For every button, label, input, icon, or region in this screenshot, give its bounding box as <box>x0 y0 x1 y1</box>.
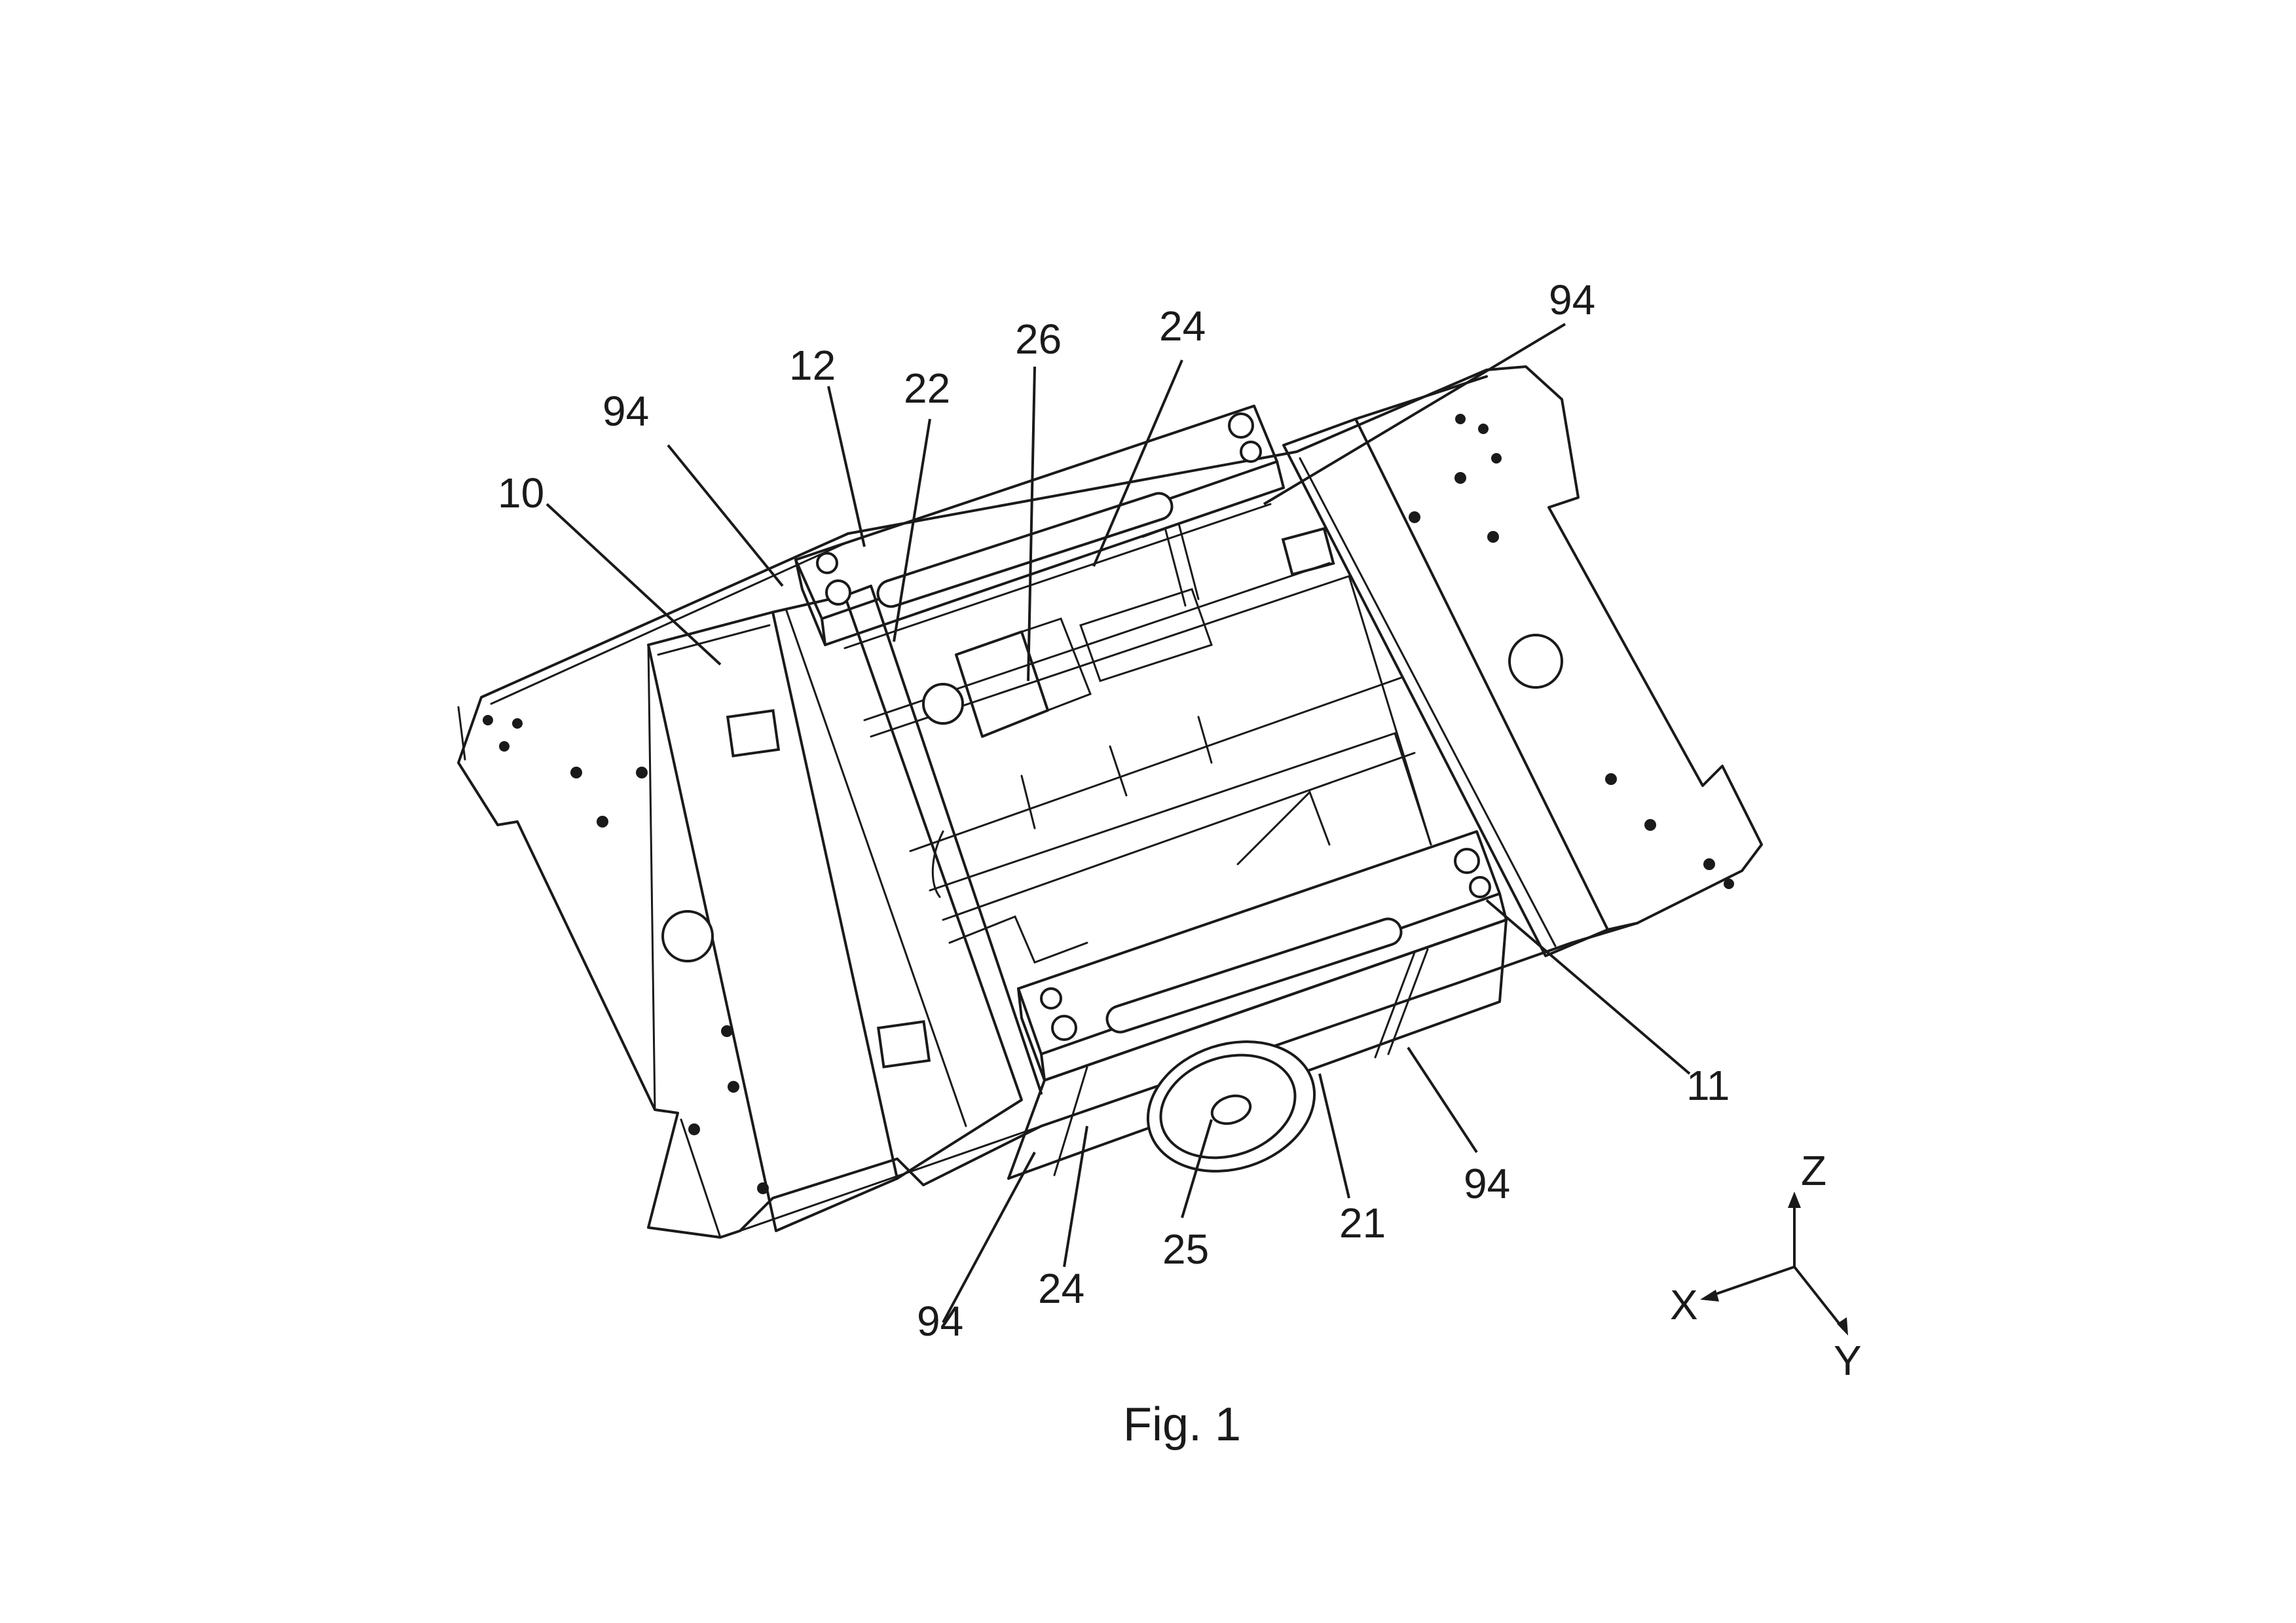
label-25: 25 <box>1162 1226 1209 1273</box>
square-window-icon <box>726 709 781 757</box>
bottom-beam <box>1017 830 1508 1082</box>
axis-y-label: Y <box>1834 1337 1862 1384</box>
label-24-top: 24 <box>1159 302 1206 350</box>
axis-x-label: X <box>1670 1281 1698 1328</box>
label-24-bottom: 24 <box>1038 1265 1084 1312</box>
label-12: 12 <box>789 342 836 389</box>
inner-cavity <box>843 503 1432 964</box>
circular-port-icon <box>661 910 714 962</box>
label-21: 21 <box>1339 1199 1386 1247</box>
figure-caption: Fig. 1 <box>1123 1398 1241 1451</box>
base-plate <box>457 365 1763 1239</box>
axis-z-label: Z <box>1801 1147 1826 1194</box>
left-frame <box>647 585 1043 1232</box>
label-94-left: 94 <box>602 388 649 435</box>
front-housing <box>1007 919 1508 1180</box>
mounting-holes <box>483 414 1734 1194</box>
right-frame <box>1281 375 1639 957</box>
label-22: 22 <box>904 365 950 412</box>
label-94-bottom: 94 <box>917 1298 963 1345</box>
square-window-icon <box>1281 526 1335 576</box>
label-94-top: 94 <box>1549 276 1595 323</box>
label-26: 26 <box>1015 316 1062 363</box>
label-94-right: 94 <box>1464 1160 1510 1207</box>
reference-numerals: 10 94 12 22 26 24 94 11 94 21 25 24 94 <box>498 276 1730 1345</box>
label-10: 10 <box>498 469 544 517</box>
circular-port-icon <box>1508 634 1563 689</box>
axis-triad: Z X Y <box>1670 1147 1862 1384</box>
square-window-icon <box>876 1020 931 1068</box>
top-beam <box>794 405 1285 646</box>
leader-lines <box>546 323 1691 1323</box>
label-11: 11 <box>1686 1062 1730 1109</box>
